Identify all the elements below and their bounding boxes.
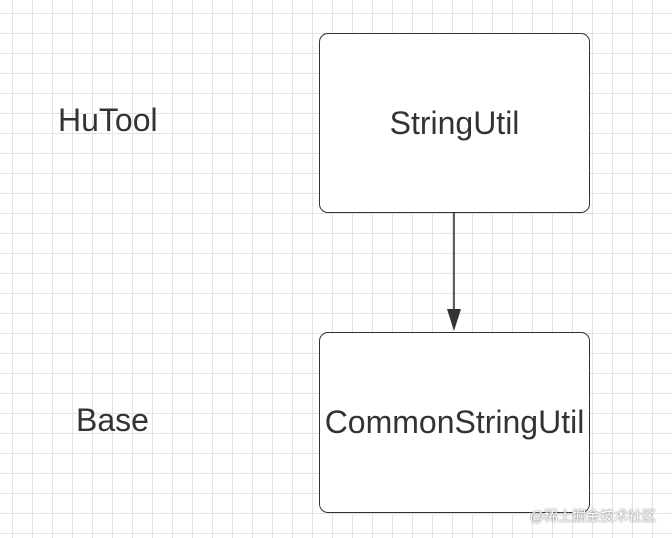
box-stringutil[interactable]: StringUtil [319,33,590,213]
box-commonstringutil-label: CommonStringUtil [324,404,585,440]
layer-label-hutool: HuTool [58,102,158,138]
box-commonstringutil[interactable]: CommonStringUtil [319,332,590,513]
arrowhead [447,309,461,331]
watermark: @稀土掘金技术社区 [529,508,656,524]
box-stringutil-label: StringUtil [389,104,520,141]
layer-label-base: Base [76,402,149,438]
